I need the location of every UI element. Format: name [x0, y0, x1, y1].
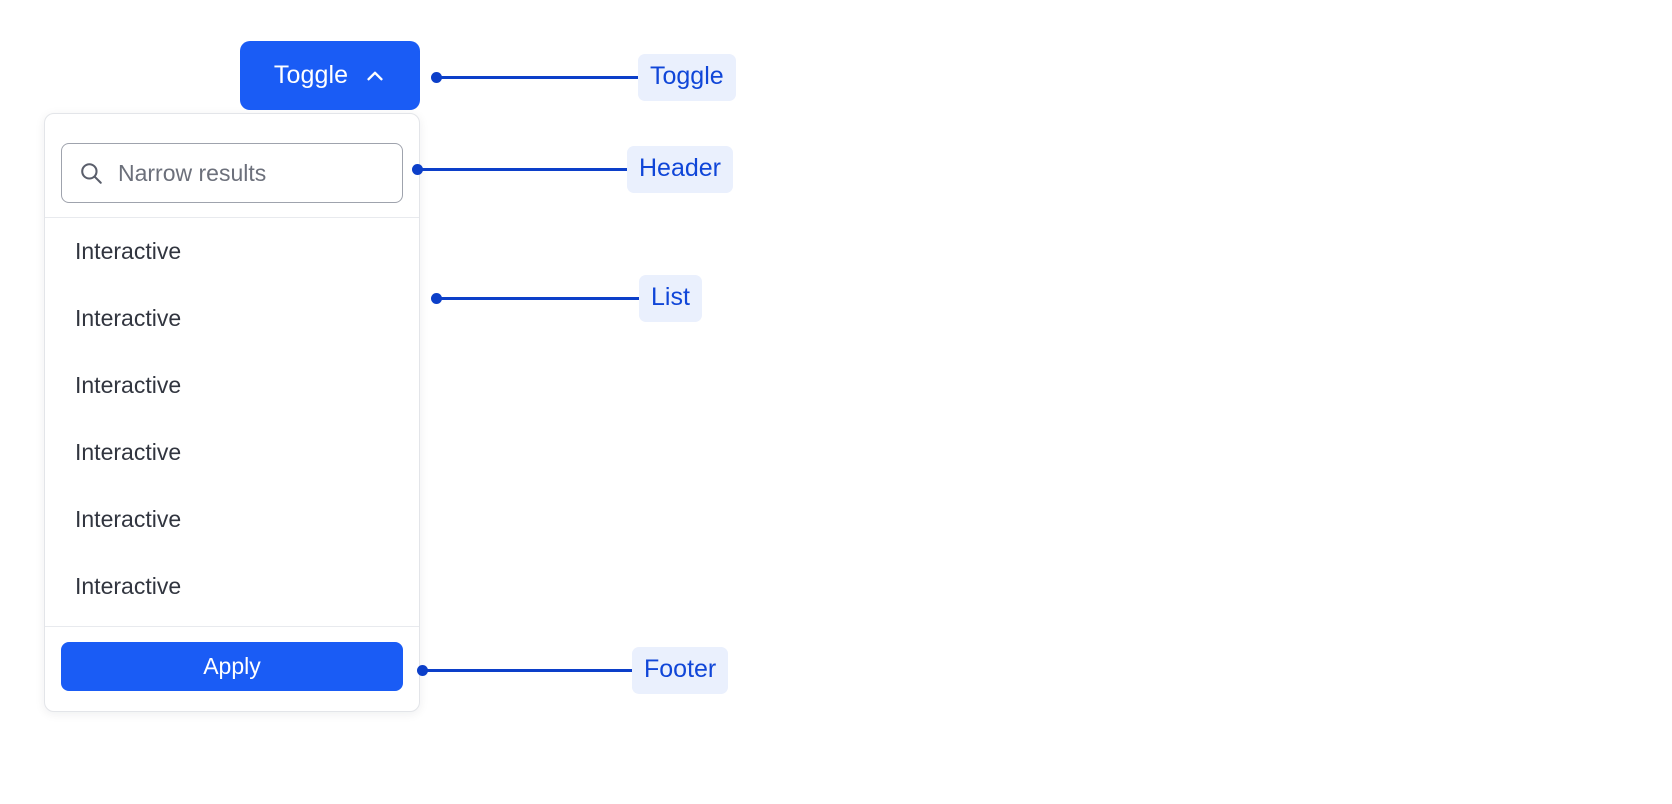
search-box[interactable]: [61, 143, 403, 203]
list-item[interactable]: Interactive: [45, 285, 419, 352]
list-item[interactable]: Interactive: [45, 553, 419, 620]
list-item-label: Interactive: [75, 439, 182, 465]
annotation-line: [441, 296, 639, 300]
panel-list[interactable]: Interactive Interactive Interactive Inte…: [45, 218, 419, 626]
annotation-label: Header: [627, 145, 733, 193]
annotation-label: List: [639, 274, 702, 322]
chevron-up-icon: [367, 71, 383, 80]
panel-header: [45, 114, 419, 218]
dropdown-panel: Interactive Interactive Interactive Inte…: [44, 113, 420, 712]
annotation-dot: [431, 71, 442, 83]
panel-footer: Apply: [45, 626, 419, 711]
toggle-button-label: Toggle: [273, 61, 349, 89]
annotation-label: Toggle: [638, 53, 736, 101]
apply-button[interactable]: Apply: [61, 642, 403, 691]
search-input[interactable]: [104, 159, 402, 187]
list-item[interactable]: Interactive: [45, 352, 419, 419]
list-item-label: Interactive: [75, 372, 182, 398]
list-item-label: Interactive: [75, 506, 182, 532]
list-item[interactable]: Interactive: [45, 419, 419, 486]
annotation-line: [422, 167, 627, 171]
list-item-label: Interactive: [75, 305, 182, 331]
annotation-line: [441, 75, 638, 79]
annotation-label: Footer: [632, 646, 729, 694]
search-icon: [81, 163, 102, 184]
list-item[interactable]: Interactive: [45, 486, 419, 553]
annotation-dot: [431, 292, 442, 304]
toggle-button[interactable]: Toggle: [240, 41, 420, 110]
list-item-label: Interactive: [75, 238, 182, 264]
list-item-label: Interactive: [75, 573, 182, 599]
annotation-dot: [417, 664, 428, 676]
annotation-dot: [412, 163, 423, 175]
list-item[interactable]: Interactive: [45, 218, 419, 285]
annotation-line: [427, 668, 632, 672]
